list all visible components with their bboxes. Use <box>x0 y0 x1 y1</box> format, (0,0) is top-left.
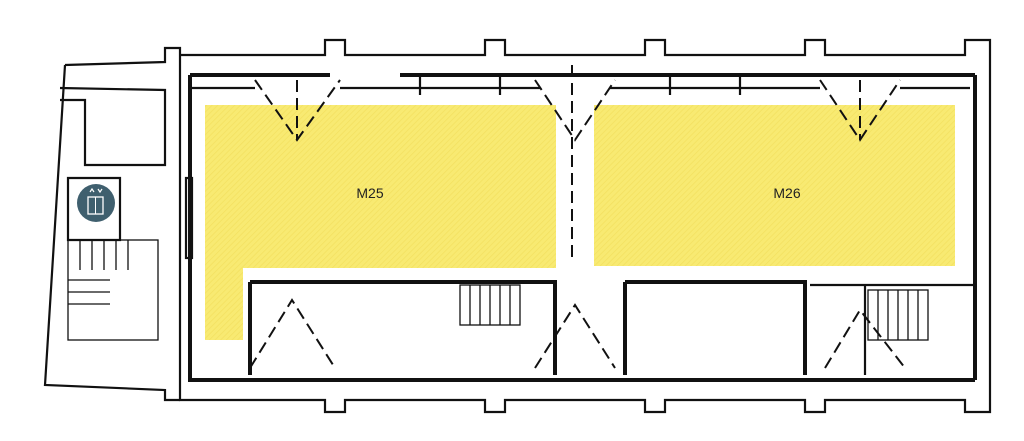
room-label-m25: M25 <box>356 185 383 201</box>
door-swings <box>249 79 906 369</box>
elevator-icon[interactable] <box>77 184 115 222</box>
staircase <box>67 239 929 341</box>
walls <box>43 38 992 414</box>
room-m26[interactable] <box>594 105 955 266</box>
room-label-m26: M26 <box>773 185 800 201</box>
room-m25[interactable] <box>205 105 556 340</box>
